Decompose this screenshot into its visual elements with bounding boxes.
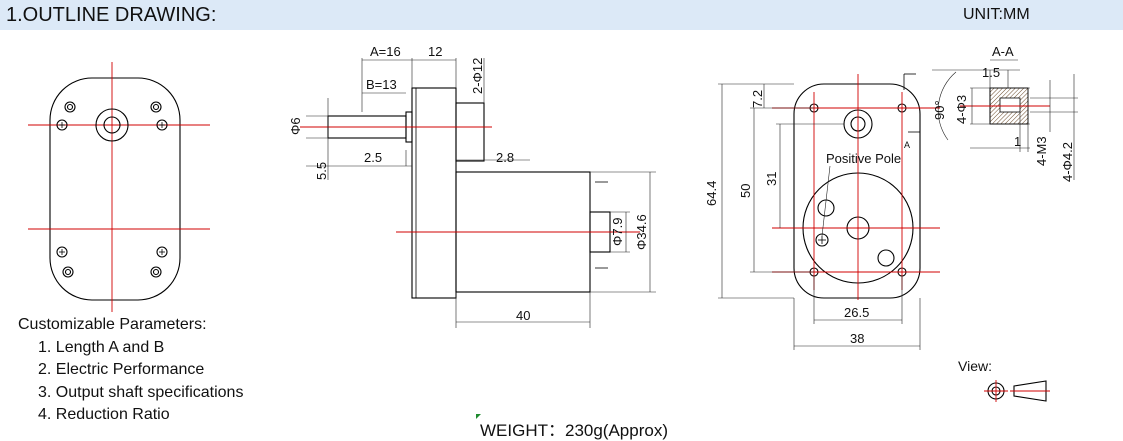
dim-26-5-label: 26.5: [844, 305, 869, 320]
dim-4-m3-label: 4-M3: [1034, 136, 1049, 166]
positive-pole-label: Positive Pole: [826, 151, 901, 166]
view-label: View:: [958, 358, 992, 374]
dim-4-phi3-label: 4-Φ3: [954, 95, 969, 124]
section-mark-a: A: [904, 140, 910, 150]
dim-12-label: 12: [428, 44, 442, 59]
projection-symbol-icon: [984, 380, 1050, 402]
parameter-item-3: 3. Output shaft specifications: [38, 383, 244, 401]
front-view: [718, 73, 940, 350]
section-title: A-A: [992, 44, 1014, 59]
angle-90-label: 90°: [932, 100, 947, 120]
dim-phi34-6-label: Φ34.6: [634, 214, 649, 250]
parameter-item-4: 4. Reduction Ratio: [38, 406, 170, 423]
gearbox-face-view: [28, 62, 210, 312]
drawing-title: 1.OUTLINE DRAWING:: [6, 4, 217, 26]
dim-1-5-label: 1.5: [982, 65, 1000, 80]
side-view: [300, 58, 656, 328]
dim-2-5-label: 2.5: [364, 150, 382, 165]
parameter-item-2: 2. Electric Performance: [38, 361, 205, 378]
dim-5-5-label: 5.5: [314, 162, 329, 180]
dim-phi12-label: 2-Φ12: [470, 58, 485, 94]
weight-label: WEIGHT：230g(Approx): [480, 421, 668, 440]
dim-4-phi4-2-label: 4-Φ4.2: [1060, 142, 1075, 182]
dim-phi7-9-label: Φ7.9: [610, 218, 625, 246]
dim-50-label: 50: [738, 184, 753, 198]
parameter-item-1: 1. Length A and B: [38, 338, 165, 356]
dim-b-label: B=13: [366, 77, 397, 92]
customizable-parameters: Customizable Parameters: 1. Length A and…: [18, 314, 243, 427]
dim-7-2-label: 7.2: [750, 90, 765, 108]
dim-38-label: 38: [850, 331, 864, 346]
dim-31-label: 31: [764, 172, 779, 186]
dim-1-label: 1: [1014, 134, 1021, 149]
section-a-a-view: [932, 59, 1078, 180]
dim-40-label: 40: [516, 308, 530, 323]
weight-marker-icon: [476, 414, 481, 419]
dim-a-label: A=16: [370, 44, 401, 59]
dim-64-4-label: 64.4: [704, 181, 719, 206]
unit-label: UNIT:MM: [963, 6, 1030, 23]
dim-phi6-label: Φ6: [288, 117, 303, 135]
section-header: 1.OUTLINE DRAWING: UNIT:MM: [0, 0, 1123, 30]
parameters-heading: Customizable Parameters:: [18, 316, 207, 333]
dim-2-8-label: 2.8: [496, 150, 514, 165]
